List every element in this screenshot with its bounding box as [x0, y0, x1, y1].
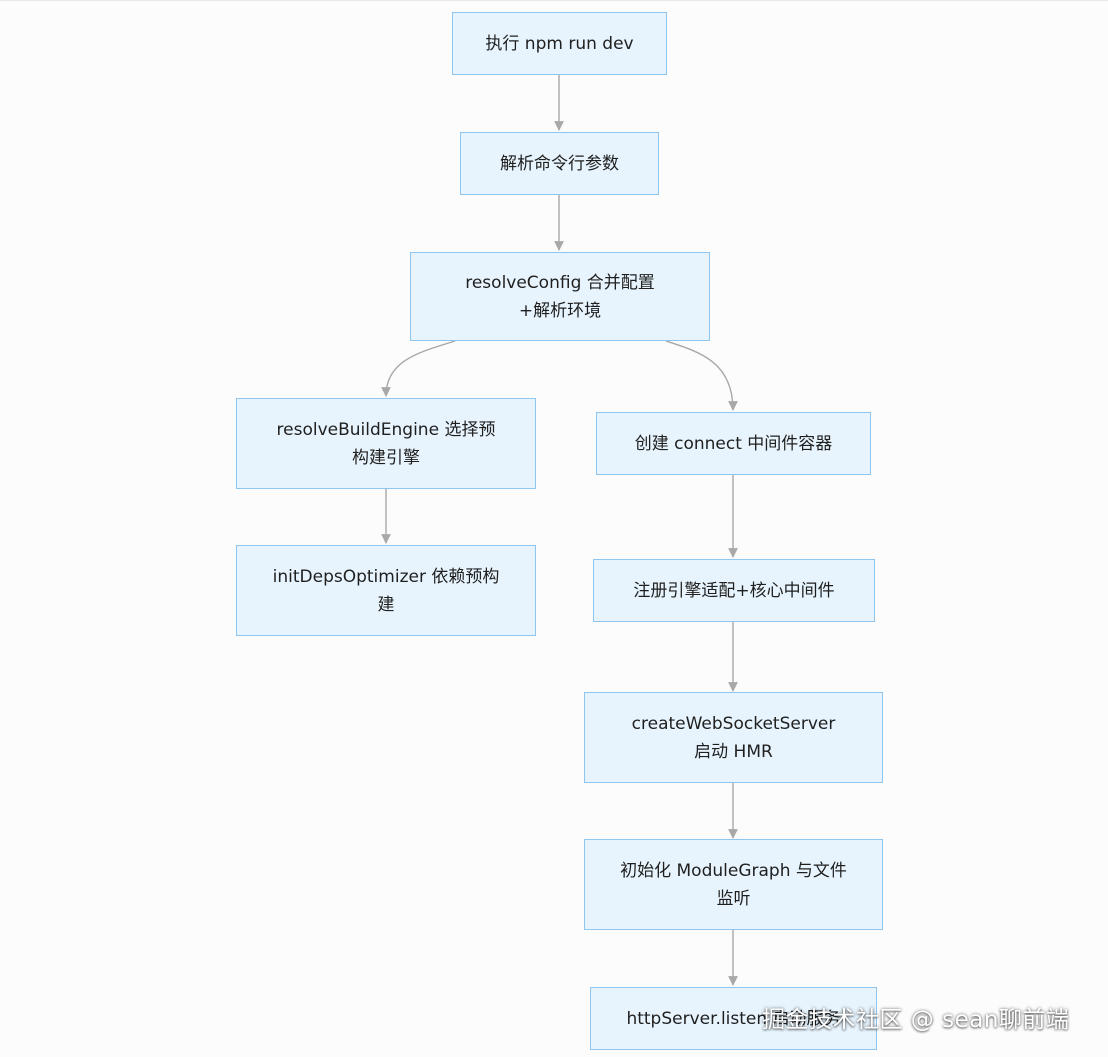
node-init-deps-optimizer: initDepsOptimizer 依赖预构建	[236, 545, 536, 636]
node-http-listen: httpServer.listen 启动服务	[590, 987, 877, 1050]
watermark: 掘金技术社区 @ sean聊前端	[762, 1007, 1070, 1033]
node-resolve-config: resolveConfig 合并配置+解析环境	[410, 252, 710, 341]
node-run-npm-dev: 执行 npm run dev	[452, 12, 667, 75]
node-resolve-build-engine: resolveBuildEngine 选择预构建引擎	[236, 398, 536, 489]
node-init-module-graph: 初始化 ModuleGraph 与文件监听	[584, 839, 883, 930]
edge-n3-n4	[381, 340, 456, 397]
node-register-middleware: 注册引擎适配+核心中间件	[593, 559, 875, 622]
edge-n3-n6	[665, 340, 738, 411]
node-parse-cli-args: 解析命令行参数	[460, 132, 659, 195]
top-divider	[0, 0, 1108, 1]
node-create-connect: 创建 connect 中间件容器	[596, 412, 871, 475]
node-create-websocket: createWebSocketServer 启动 HMR	[584, 692, 883, 783]
